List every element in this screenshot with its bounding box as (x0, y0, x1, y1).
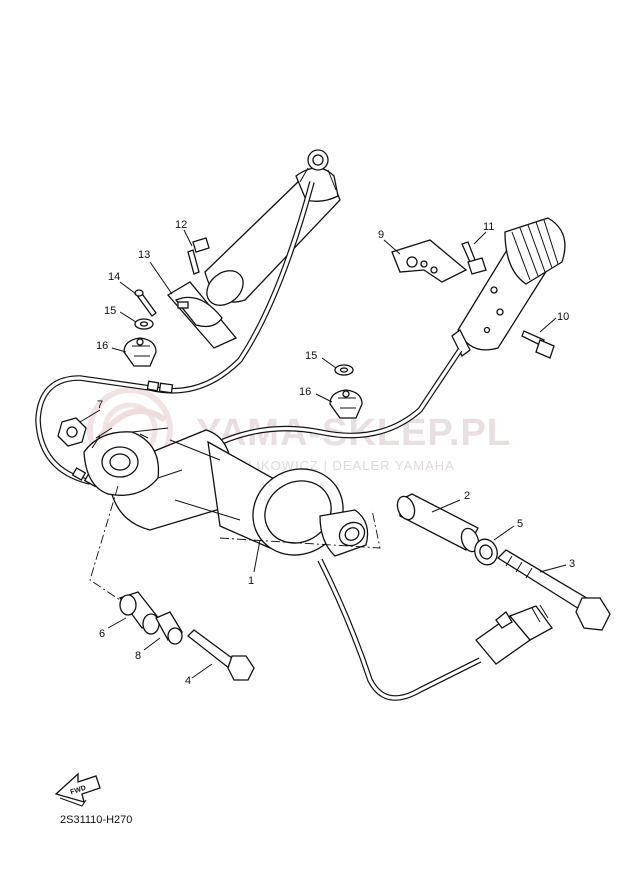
clip-16-right (329, 389, 363, 419)
collar-6 (118, 591, 162, 635)
callout-13: 13 (138, 249, 173, 295)
callout-label: 11 (483, 221, 494, 233)
washer-5 (474, 538, 498, 566)
callout-label: 16 (96, 340, 108, 352)
bolt-10 (521, 330, 555, 359)
callout-16-left: 16 (96, 340, 127, 353)
callout-10: 10 (539, 311, 569, 333)
bolt-11 (461, 241, 487, 275)
callout-14: 14 (108, 271, 137, 295)
callout-label: 2 (464, 490, 470, 502)
callout-label: 10 (557, 311, 569, 323)
callout-label: 12 (175, 219, 187, 231)
callout-label: 1 (248, 575, 254, 587)
collar-2 (396, 493, 480, 553)
watermark-sub-text: KULIKOWICZ | DEALER YAMAHA (228, 458, 455, 473)
callout-12: 12 (175, 219, 193, 247)
rear-shock-assembly (83, 427, 369, 557)
nut-7 (57, 417, 87, 447)
bracket-9 (391, 239, 468, 283)
callout-label: 7 (97, 399, 103, 411)
remote-reservoir (204, 149, 341, 306)
callout-label: 13 (138, 249, 150, 261)
sensor-cable (317, 558, 482, 701)
stroke-sensor (475, 604, 553, 665)
preload-adjuster (451, 217, 566, 357)
washer-15-right (334, 364, 354, 376)
collar-8 (155, 611, 183, 645)
pin-14 (134, 289, 157, 317)
callout-8: 8 (135, 637, 161, 662)
clip-16-left (123, 337, 157, 367)
callout-label: 9 (378, 229, 384, 241)
callout-11: 11 (473, 221, 494, 245)
callout-7: 7 (79, 399, 103, 423)
callout-label: 15 (305, 350, 317, 362)
fwd-arrow-icon: FWD (54, 772, 101, 807)
callout-label: 15 (104, 305, 116, 317)
callout-15-right: 15 (305, 350, 337, 369)
bolt-12 (187, 237, 210, 275)
callout-16-right: 16 (299, 386, 333, 403)
fwd-label: FWD (70, 785, 87, 797)
reservoir-bracket (166, 281, 238, 349)
callout-5: 5 (493, 518, 523, 541)
washer-15-left (134, 318, 154, 330)
hose-adjuster (203, 348, 463, 453)
callout-label: 16 (299, 386, 311, 398)
callout-6: 6 (99, 617, 127, 640)
callout-label: 4 (185, 675, 191, 687)
callout-2: 2 (431, 490, 470, 513)
callout-label: 3 (569, 558, 575, 570)
callout-4: 4 (185, 663, 213, 687)
callout-1: 1 (248, 539, 261, 587)
diagram-code: 2S31110-H270 (60, 814, 132, 826)
bolt-4 (187, 629, 255, 681)
callout-label: 5 (517, 518, 523, 530)
bolt-3 (496, 549, 611, 631)
callout-label: 14 (108, 271, 120, 283)
callout-label: 6 (99, 628, 105, 640)
assembly-lines (89, 485, 381, 601)
callout-3: 3 (539, 558, 575, 573)
callout-label: 8 (135, 650, 141, 662)
callout-15-left: 15 (104, 305, 137, 323)
callout-9: 9 (378, 229, 401, 255)
